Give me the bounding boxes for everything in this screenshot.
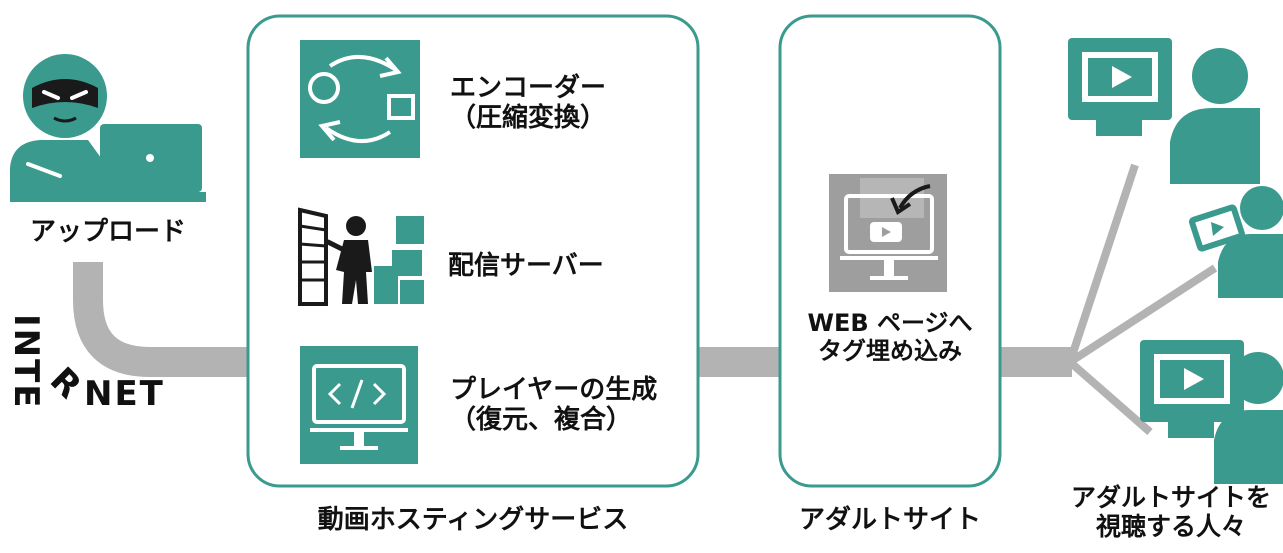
viewers-label-line2: 視聴する人々 (1095, 511, 1246, 541)
delivery-server-label: 配信サーバー (448, 251, 604, 281)
viewer-monitor-icon-top (1068, 38, 1260, 184)
encoder-arrows-icon (300, 40, 420, 158)
embed-label-line2: タグ埋め込み (818, 336, 962, 365)
network-pipes (73, 163, 1218, 436)
player-label-line2: （復元、複合） (450, 404, 633, 435)
embed-monitor-icon (829, 174, 947, 292)
embed-label-line1: WEB ページへ (807, 309, 973, 337)
encoder-label: エンコーダー （圧縮変換） (450, 73, 607, 134)
hosting-service-title: 動画ホスティングサービス (317, 505, 629, 535)
viewers-label: アダルトサイトを 視聴する人々 (1064, 483, 1278, 542)
viewer-tablet-icon (1188, 186, 1283, 298)
pipe-branch-middle (1067, 264, 1218, 366)
adult-site-title: アダルトサイト (798, 505, 981, 535)
code-monitor-icon (300, 346, 418, 464)
viewers-label-line1: アダルトサイトを (1070, 483, 1271, 512)
internet-label-part: INTE (6, 314, 46, 410)
pipe-branch-top (1066, 163, 1139, 364)
encoder-label-line1: エンコーダー (450, 73, 607, 103)
server-person-icon (298, 207, 424, 306)
hacker-with-laptop-icon (10, 54, 206, 202)
player-label-line1: プレイヤーの生成 (450, 375, 658, 405)
encoder-label-line2: （圧縮変換） (450, 102, 607, 133)
uploader-label: アップロード (29, 217, 186, 247)
player-generation-label: プレイヤーの生成 （復元、複合） (450, 375, 658, 436)
internet-label-part: R (41, 359, 91, 409)
embed-tag-label: WEB ページへ タグ埋め込み (780, 309, 1000, 365)
internet-label: INTE R NET (6, 280, 190, 420)
internet-pipe (73, 262, 248, 377)
pipe-branch-bottom (1067, 358, 1153, 436)
internet-label-part: NET (84, 374, 165, 414)
viewer-monitor-icon-bottom (1140, 340, 1283, 484)
